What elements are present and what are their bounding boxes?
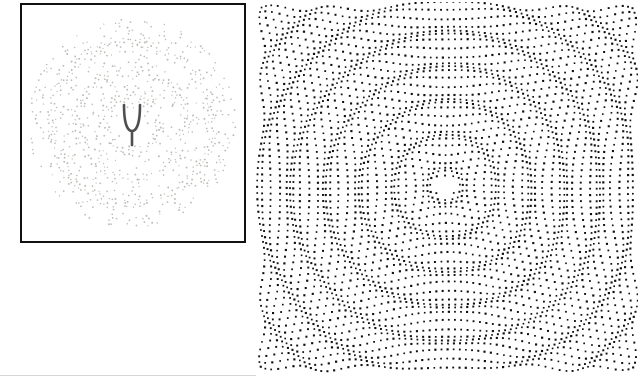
tuning-fork-icon	[124, 105, 140, 145]
inset-wave-panel	[20, 3, 246, 243]
main-wave-pattern	[256, 2, 638, 374]
inset-wave-pattern	[22, 5, 244, 241]
inset-dot-field	[31, 19, 237, 226]
main-dot-field	[256, 2, 638, 372]
divider-line	[0, 375, 256, 376]
